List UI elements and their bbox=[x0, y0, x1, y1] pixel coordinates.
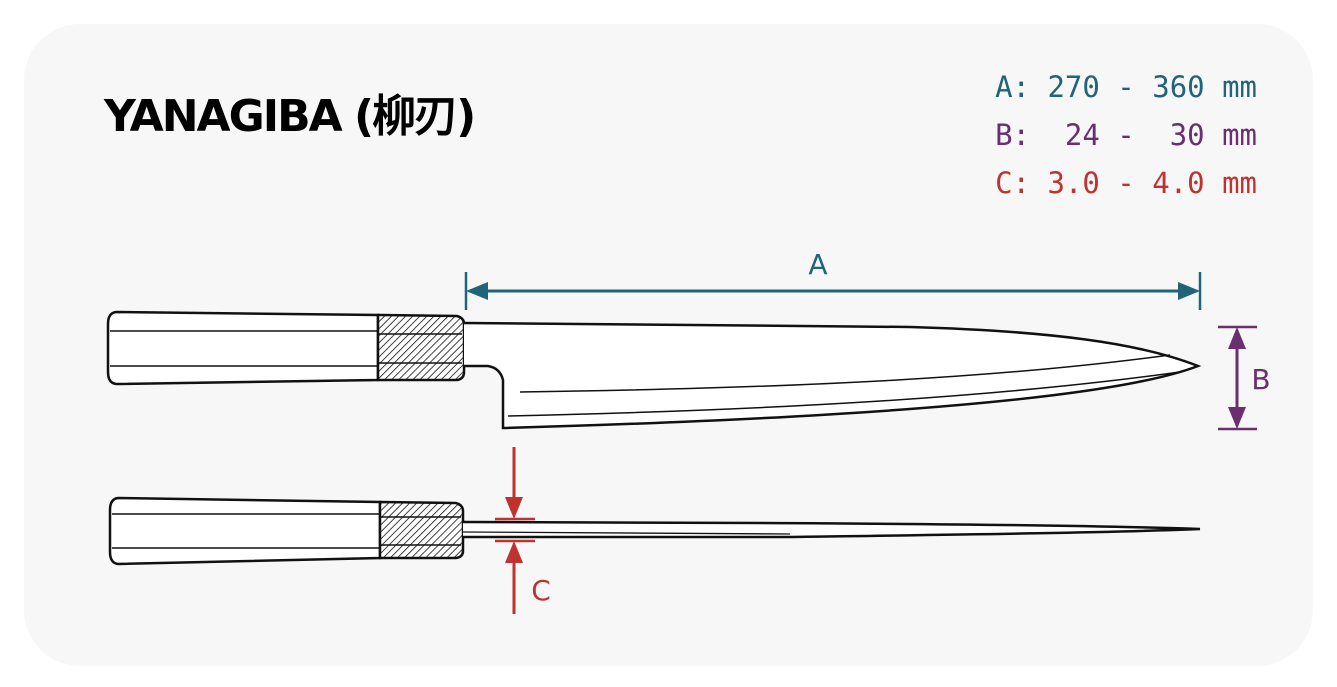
dimension-a bbox=[464, 272, 1202, 310]
dimension-c bbox=[495, 447, 535, 614]
blade-side bbox=[463, 321, 1202, 430]
handle-top bbox=[108, 496, 382, 566]
blade-top bbox=[462, 520, 1201, 539]
dimension-b bbox=[1218, 325, 1257, 431]
spec-b-height: B: 24 - 30 mm bbox=[995, 118, 1257, 152]
ferrule-side bbox=[376, 313, 466, 382]
page-title: YANAGIBA (柳刃) bbox=[104, 91, 476, 142]
handle-side bbox=[106, 310, 380, 386]
spec-c-thickness: C: 3.0 - 4.0 mm bbox=[995, 166, 1257, 200]
spec-a-length: A: 270 - 360 mm bbox=[995, 70, 1257, 104]
dimension-a-label: A bbox=[808, 248, 827, 281]
dimension-b-label: B bbox=[1251, 363, 1270, 396]
ferrule-top bbox=[378, 500, 465, 560]
knife-top-view bbox=[108, 496, 1201, 566]
knife-side-view bbox=[106, 310, 1202, 430]
dimension-c-label: C bbox=[531, 574, 551, 607]
